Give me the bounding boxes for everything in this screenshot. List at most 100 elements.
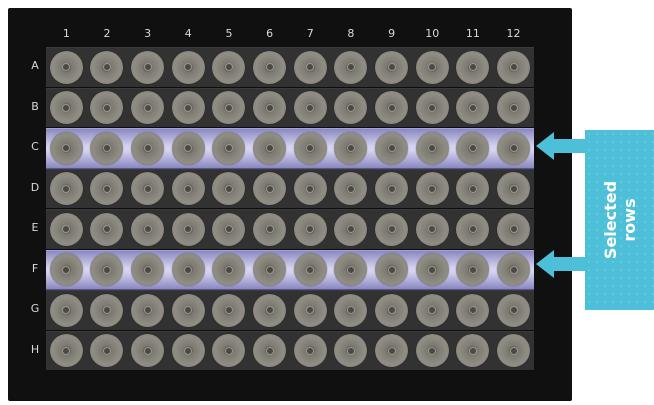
well-d1[interactable] <box>46 170 87 209</box>
well-b5[interactable] <box>209 89 250 128</box>
row-strip[interactable] <box>46 128 534 169</box>
well-f3[interactable] <box>127 251 168 290</box>
well-d8[interactable] <box>331 170 372 209</box>
well-a8[interactable] <box>331 48 372 87</box>
well-c2[interactable] <box>87 129 128 168</box>
well-a9[interactable] <box>371 48 412 87</box>
well-d2[interactable] <box>87 170 128 209</box>
well-f12[interactable] <box>493 251 534 290</box>
well-h1[interactable] <box>46 332 87 371</box>
well-h11[interactable] <box>453 332 494 371</box>
well-c4[interactable] <box>168 129 209 168</box>
well-f4[interactable] <box>168 251 209 290</box>
well-b4[interactable] <box>168 89 209 128</box>
well-a5[interactable] <box>209 48 250 87</box>
row-strip[interactable] <box>46 250 534 291</box>
well-e8[interactable] <box>331 210 372 249</box>
well-a11[interactable] <box>453 48 494 87</box>
well-h6[interactable] <box>249 332 290 371</box>
plate-row-c[interactable]: C <box>24 127 536 168</box>
well-g12[interactable] <box>493 291 534 330</box>
well-d10[interactable] <box>412 170 453 209</box>
well-g10[interactable] <box>412 291 453 330</box>
well-g9[interactable] <box>371 291 412 330</box>
well-a1[interactable] <box>46 48 87 87</box>
well-e9[interactable] <box>371 210 412 249</box>
well-a4[interactable] <box>168 48 209 87</box>
well-c7[interactable] <box>290 129 331 168</box>
well-d5[interactable] <box>209 170 250 209</box>
well-f5[interactable] <box>209 251 250 290</box>
well-e4[interactable] <box>168 210 209 249</box>
well-h4[interactable] <box>168 332 209 371</box>
well-c8[interactable] <box>331 129 372 168</box>
well-g11[interactable] <box>453 291 494 330</box>
plate-row-b[interactable]: B <box>24 87 536 128</box>
well-c6[interactable] <box>249 129 290 168</box>
well-e7[interactable] <box>290 210 331 249</box>
well-a7[interactable] <box>290 48 331 87</box>
well-d11[interactable] <box>453 170 494 209</box>
well-d4[interactable] <box>168 170 209 209</box>
well-h9[interactable] <box>371 332 412 371</box>
well-a10[interactable] <box>412 48 453 87</box>
well-e11[interactable] <box>453 210 494 249</box>
well-b1[interactable] <box>46 89 87 128</box>
well-c11[interactable] <box>453 129 494 168</box>
well-a6[interactable] <box>249 48 290 87</box>
plate-row-d[interactable]: D <box>24 168 536 209</box>
well-a2[interactable] <box>87 48 128 87</box>
well-b3[interactable] <box>127 89 168 128</box>
row-strip[interactable] <box>46 209 534 250</box>
well-h2[interactable] <box>87 332 128 371</box>
well-f1[interactable] <box>46 251 87 290</box>
well-f2[interactable] <box>87 251 128 290</box>
well-g3[interactable] <box>127 291 168 330</box>
well-f11[interactable] <box>453 251 494 290</box>
row-strip[interactable] <box>46 290 534 331</box>
well-a12[interactable] <box>493 48 534 87</box>
well-e2[interactable] <box>87 210 128 249</box>
plate-row-e[interactable]: E <box>24 208 536 249</box>
well-e3[interactable] <box>127 210 168 249</box>
well-b11[interactable] <box>453 89 494 128</box>
well-b10[interactable] <box>412 89 453 128</box>
well-b6[interactable] <box>249 89 290 128</box>
plate-row-a[interactable]: A <box>24 46 536 87</box>
well-b9[interactable] <box>371 89 412 128</box>
well-d6[interactable] <box>249 170 290 209</box>
well-g8[interactable] <box>331 291 372 330</box>
well-b7[interactable] <box>290 89 331 128</box>
row-strip[interactable] <box>46 331 534 372</box>
well-d9[interactable] <box>371 170 412 209</box>
row-strip[interactable] <box>46 47 534 88</box>
well-c1[interactable] <box>46 129 87 168</box>
well-h5[interactable] <box>209 332 250 371</box>
row-strip[interactable] <box>46 169 534 210</box>
well-e5[interactable] <box>209 210 250 249</box>
well-g7[interactable] <box>290 291 331 330</box>
well-g5[interactable] <box>209 291 250 330</box>
well-b12[interactable] <box>493 89 534 128</box>
well-f6[interactable] <box>249 251 290 290</box>
well-g4[interactable] <box>168 291 209 330</box>
plate-row-h[interactable]: H <box>24 330 536 371</box>
well-h10[interactable] <box>412 332 453 371</box>
plate-row-f[interactable]: F <box>24 249 536 290</box>
well-f8[interactable] <box>331 251 372 290</box>
well-h7[interactable] <box>290 332 331 371</box>
well-c12[interactable] <box>493 129 534 168</box>
well-h8[interactable] <box>331 332 372 371</box>
plate-row-g[interactable]: G <box>24 289 536 330</box>
well-h3[interactable] <box>127 332 168 371</box>
row-strip[interactable] <box>46 88 534 129</box>
well-c9[interactable] <box>371 129 412 168</box>
well-f7[interactable] <box>290 251 331 290</box>
well-b2[interactable] <box>87 89 128 128</box>
well-g2[interactable] <box>87 291 128 330</box>
well-b8[interactable] <box>331 89 372 128</box>
well-e12[interactable] <box>493 210 534 249</box>
well-d3[interactable] <box>127 170 168 209</box>
well-e1[interactable] <box>46 210 87 249</box>
well-c5[interactable] <box>209 129 250 168</box>
